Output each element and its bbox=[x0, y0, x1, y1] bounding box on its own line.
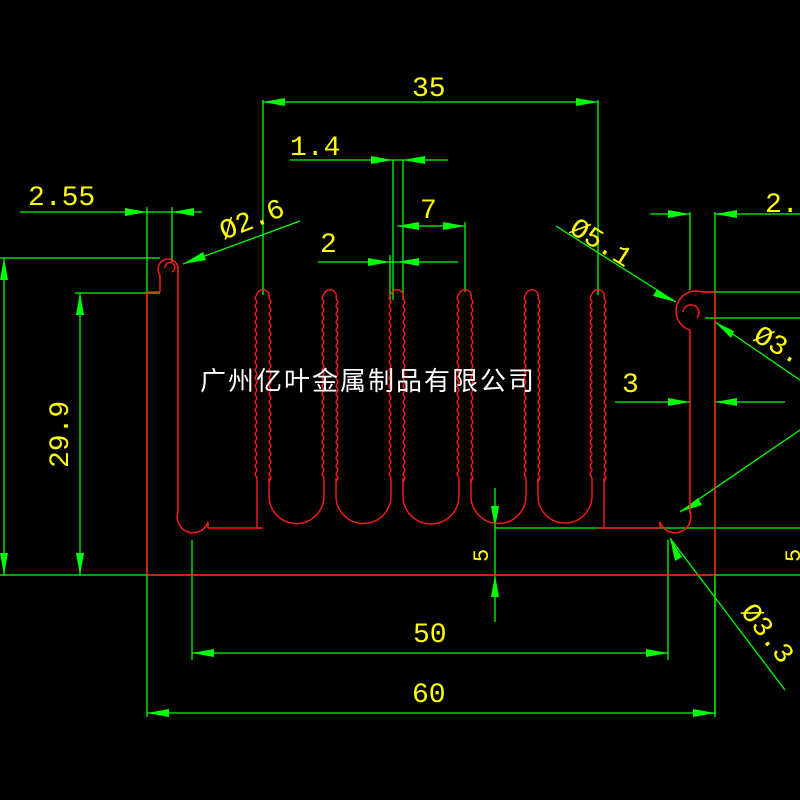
dim-2-label: 2 bbox=[320, 230, 337, 261]
fin-4 bbox=[456, 288, 474, 483]
fin-5 bbox=[523, 288, 541, 483]
dim-60-label: 60 bbox=[412, 680, 446, 711]
fin-group bbox=[254, 288, 607, 528]
dim-29-9-label: 29.9 bbox=[46, 401, 77, 468]
fin-6 bbox=[589, 288, 607, 483]
heatsink-profile bbox=[146, 258, 716, 576]
bottom-left-hook bbox=[176, 511, 209, 534]
bottom-right-hook bbox=[659, 511, 692, 534]
dim-50-label: 50 bbox=[413, 620, 447, 651]
dim-35-label: 35 bbox=[412, 74, 446, 105]
dim-5-right-label: 5 bbox=[782, 549, 800, 562]
dim-5-left-label: 5 bbox=[470, 549, 495, 562]
fin-channel-1 bbox=[268, 478, 325, 525]
fin-2 bbox=[321, 288, 339, 483]
fin-channel-2 bbox=[335, 478, 392, 525]
fin-1 bbox=[254, 288, 272, 483]
fin-channel-5 bbox=[537, 478, 593, 524]
dimension-arrows bbox=[0, 98, 737, 717]
dim-1-4-label: 1.4 bbox=[290, 133, 340, 164]
fin-channel-3 bbox=[402, 478, 460, 525]
top-right-hook bbox=[675, 290, 703, 331]
dim-2-55-label: 2.55 bbox=[28, 183, 95, 214]
company-name: 广州亿叶金属制品有限公司 bbox=[200, 367, 536, 397]
dim-3-label: 3 bbox=[622, 370, 639, 401]
fin-channel-4 bbox=[470, 478, 527, 525]
dim-7-label: 7 bbox=[420, 196, 437, 227]
dim-2-right-label: 2. bbox=[765, 190, 799, 221]
fin-3 bbox=[388, 288, 406, 483]
top-left-hook bbox=[157, 258, 179, 295]
